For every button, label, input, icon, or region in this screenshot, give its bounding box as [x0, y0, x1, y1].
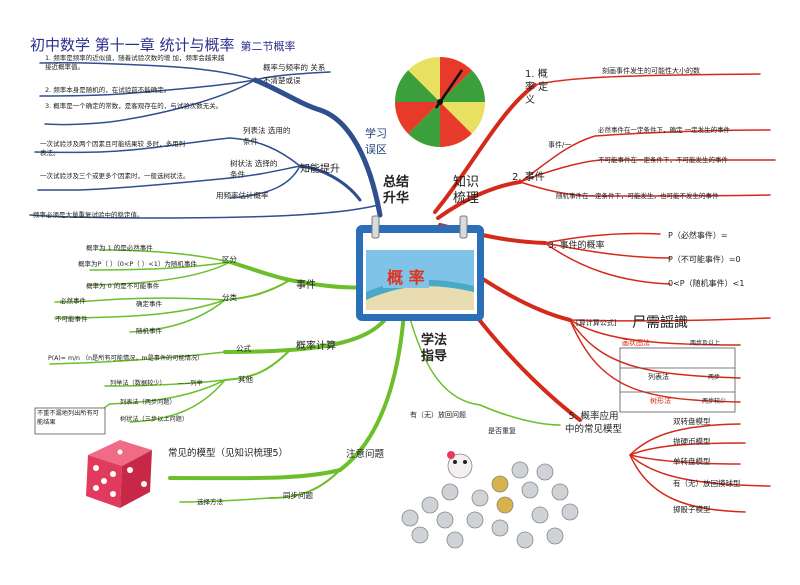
green-models: 常见的模型（见知识梳理5）	[168, 448, 289, 459]
page-subtitle: 第二节概率	[240, 40, 296, 53]
dice-image	[86, 440, 152, 508]
red-n2-c: 不可能事件在一定条件下，不可能发生的事件	[598, 156, 728, 164]
red-n5-item-5: 掷骰子模型	[673, 505, 711, 514]
blue-sub-tree: 树状法 选择的条件	[230, 159, 278, 179]
green-z-item-3: 概率为 0 的是不可能事件	[86, 282, 160, 290]
red-n5: 5. 概率应用 中的常见模型	[565, 411, 623, 435]
blue-item-1: 1. 频率是频率的近似值，随着试验次数的增 加，频率会越来越接近概率值。	[45, 54, 225, 71]
green-other-item-4: 树状法（三步以上问题）	[120, 416, 189, 423]
blue-middle: 知能提升	[300, 164, 340, 175]
hub-knowledge: 知识 梳理	[453, 175, 480, 206]
center-label: 概 率	[383, 264, 429, 288]
green-other-item-1: 列举法（数据较少）	[110, 380, 166, 387]
red-n2-b: 必然事件在一定条件下，确定 一定发生的事件	[598, 126, 731, 134]
red-n4-extra: 尸需謡識	[632, 315, 688, 331]
red-n4-a: 画状图法	[622, 339, 650, 347]
green-att-b: 是否重复	[488, 427, 516, 435]
green-attention: 注意问题	[346, 449, 385, 460]
green-c-item-2: 确定事件	[136, 300, 162, 308]
green-c-item-1: 必然事件	[60, 297, 86, 305]
red-branch	[433, 73, 776, 513]
green-other-item-2: ——列举	[178, 380, 203, 387]
green-classify: 分类	[222, 293, 237, 302]
red-n5-item-1: 双转盘模型	[673, 417, 711, 426]
red-n1-text: 刻画事件发生的可能性大小的数	[602, 67, 700, 75]
red-n2-a: 事件/一	[548, 141, 572, 149]
green-c-item-4: 随机事件	[136, 327, 162, 335]
green-att-c: 同步问题	[283, 491, 313, 500]
coins-image	[401, 451, 579, 549]
blue-misunderstand: 不清楚或误	[263, 76, 301, 85]
green-event: 事件	[296, 280, 316, 291]
spinner-wheel	[395, 57, 485, 147]
red-n3-b: P（不可能事件）=0	[668, 255, 741, 264]
hub-method: 学法 指导	[421, 333, 448, 364]
red-n1: 1. 概率 定义	[525, 69, 549, 106]
green-calc: 概率计算	[296, 341, 336, 352]
green-c-item-3: 不可能事件	[55, 315, 88, 323]
green-z-item-1: 概率为 1 的是必然事件	[86, 244, 153, 252]
green-formula: 公式	[236, 344, 251, 353]
red-n4-b: 列表法	[648, 373, 669, 381]
red-n4-b2: 两步	[708, 374, 721, 381]
red-n4-c2: 两步较少	[702, 398, 727, 405]
blue-item-tree: 一次试验涉及三个或更多个因素时，一般选树状法。	[40, 172, 190, 180]
red-n5-item-2: 抛硬币模型	[673, 437, 711, 446]
blue-item-3: 3. 概率是一个确定的常数，是客观存在的，与试验次数无关。	[45, 102, 223, 110]
red-n3: 3. 事件的概率	[548, 241, 605, 251]
green-other-item-3: 列表法（两步问题）	[120, 399, 176, 406]
red-n2-d: 随机事件在一定条件下，可能发生，也可能不发生的事件	[556, 192, 719, 200]
red-n5-item-4: 有（无）放回摸球型	[673, 479, 741, 488]
green-att-d: 选择方法	[197, 498, 223, 506]
blue-item-list: 一次试验涉及两个因素且可能结果较 多时，多用列表法。	[40, 140, 186, 157]
green-zone: 区分	[222, 255, 237, 264]
green-z-item-2: 概率为P（ ）（0<P（ ）<1）为随机事件	[78, 260, 197, 268]
red-n2: 2. 事件	[512, 172, 545, 183]
blue-item-stable: 频率必须是大量重复试验中的稳定值。	[33, 211, 144, 219]
hub-summary: 总结 升华	[383, 175, 410, 206]
green-formula-text: P(A)= m/n （n是所有可能情况，m是事件的可能情况）	[48, 355, 204, 362]
page-title: 初中数学 第十一章 统计与概率第二节概率	[30, 36, 296, 54]
green-other-item-5: 不重不漏地列出所有可能结果	[37, 410, 99, 426]
hub-review: 学习 误区	[365, 127, 387, 156]
red-n4-a2: 两步及以上	[690, 340, 721, 347]
red-n4: [算计算公式]	[576, 319, 617, 327]
blue-item-2: 2. 频率本身是随机的，在试验前不能确定。	[45, 86, 171, 94]
blue-sub-list: 列表法 选用的条件	[243, 126, 291, 146]
red-n3-c: 0<P（随机事件）<1	[668, 279, 745, 288]
green-att-a: 有（无）放回问题	[410, 411, 466, 419]
blue-relation: 概率与频率的 关系	[263, 63, 326, 72]
green-other: 其他	[238, 375, 253, 384]
red-n4-c: 树形法	[650, 397, 671, 405]
blue-sub-freq: 用频率估计概率	[216, 191, 269, 200]
red-n5-item-3: 单转盘模型	[673, 457, 711, 466]
red-n3-a: P（必然事件）=	[668, 231, 728, 240]
blue-branch	[29, 61, 383, 219]
center-calendar	[356, 215, 484, 321]
